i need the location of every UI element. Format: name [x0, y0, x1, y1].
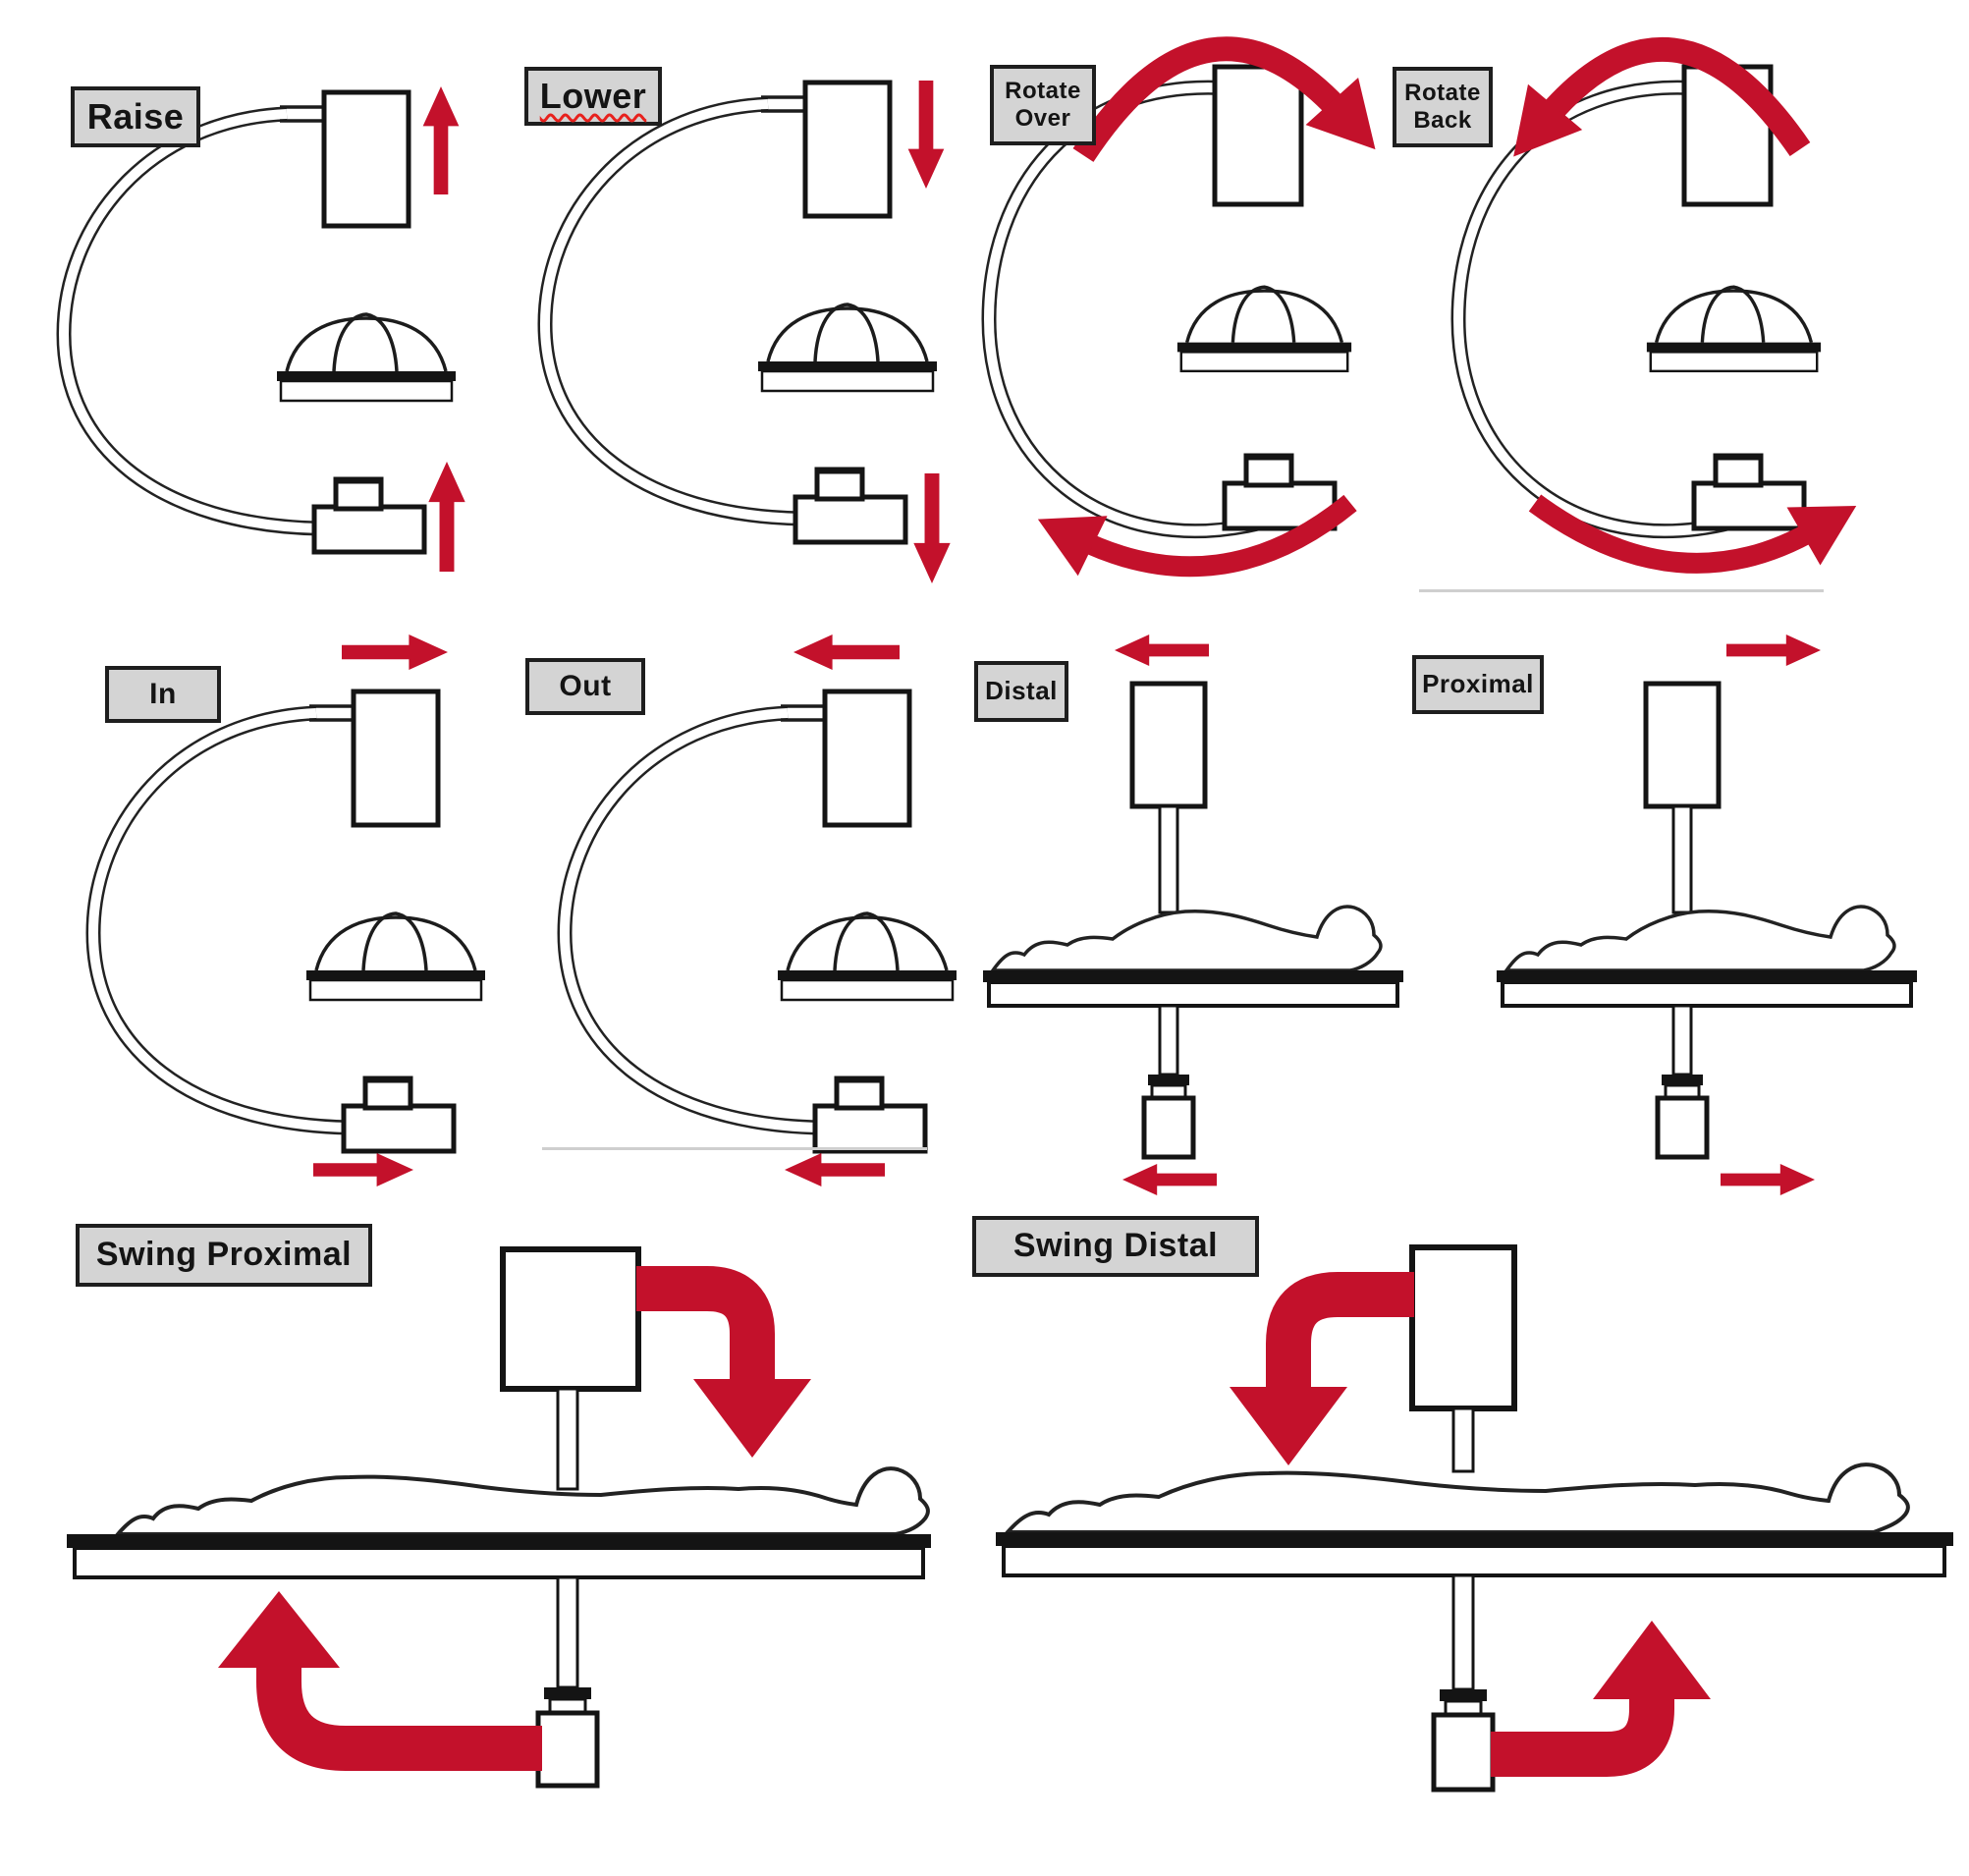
divider [542, 1147, 927, 1150]
right-arrow-icon [342, 635, 448, 670]
elbow-arrow-icon [1230, 1272, 1414, 1465]
label-rotate-over-line1: Rotate [1005, 78, 1081, 105]
label-swing-distal: Swing Distal [972, 1216, 1259, 1277]
label-lower-text: Lower [539, 76, 647, 117]
down-arrow-icon [907, 81, 945, 189]
end-on-stand-drawing [1434, 635, 1969, 1195]
label-out: Out [525, 658, 645, 715]
down-arrow-icon [913, 473, 951, 583]
label-rotate-over: Rotate Over [990, 65, 1096, 145]
swing-stand-drawing [67, 1246, 931, 1789]
label-raise-text: Raise [86, 96, 185, 138]
rotate-counterclockwise-arrow-icon [1528, 494, 1857, 574]
panel-rotate-back [1429, 20, 1920, 609]
label-swing-proximal-text: Swing Proximal [95, 1236, 353, 1274]
panel-swing-proximal [59, 1208, 943, 1876]
right-arrow-icon [313, 1153, 413, 1186]
rotate-counterclockwise-arrow-icon [1513, 36, 1811, 157]
label-in: In [105, 666, 221, 723]
panel-out [530, 629, 1002, 1218]
label-rotate-back-line2: Back [1413, 107, 1472, 134]
panel-swing-distal [982, 1208, 1964, 1876]
up-arrow-icon [428, 462, 465, 572]
label-in-text: In [149, 677, 177, 710]
c-arm-rotate-drawing [1429, 36, 1857, 574]
panel-rotate-over [967, 20, 1449, 609]
left-arrow-icon [1122, 1164, 1217, 1195]
right-arrow-icon [1721, 1164, 1815, 1195]
label-distal: Distal [974, 661, 1068, 722]
swing-stand-drawing [996, 1244, 1953, 1793]
right-arrow-icon [1726, 635, 1821, 666]
label-proximal: Proximal [1412, 655, 1544, 714]
label-raise: Raise [71, 86, 200, 147]
label-proximal-text: Proximal [1422, 669, 1534, 699]
elbow-arrow-icon [636, 1266, 811, 1458]
c-arm-rotate-drawing [967, 36, 1376, 578]
elbow-arrow-icon [1491, 1621, 1711, 1777]
label-lower: Lower [524, 67, 662, 126]
elbow-arrow-icon [218, 1591, 542, 1771]
label-swing-proximal: Swing Proximal [76, 1224, 372, 1287]
rotate-clockwise-arrow-icon [1037, 494, 1357, 578]
label-rotate-back: Rotate Back [1393, 67, 1493, 147]
left-arrow-icon [793, 635, 900, 670]
divider [1419, 589, 1824, 592]
rotate-clockwise-arrow-icon [1072, 36, 1376, 162]
panel-proximal [1434, 629, 1969, 1208]
label-distal-text: Distal [985, 676, 1058, 706]
label-swing-distal-text: Swing Distal [1012, 1227, 1219, 1265]
up-arrow-icon [422, 86, 460, 194]
left-arrow-icon [1115, 635, 1209, 666]
label-out-text: Out [559, 669, 612, 702]
c-arm-side-drawing [530, 635, 1002, 1186]
label-rotate-back-line1: Rotate [1404, 80, 1481, 107]
label-rotate-over-line2: Over [1014, 105, 1071, 132]
left-arrow-icon [785, 1153, 885, 1186]
